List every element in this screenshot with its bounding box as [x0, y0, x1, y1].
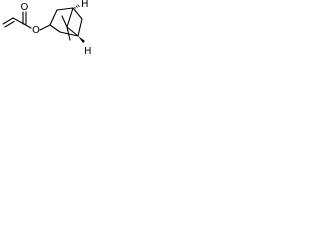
ester-oxygen-label: O — [32, 25, 40, 36]
bridge-bond-2 — [66, 26, 79, 37]
chemical-structure-diagram: O O H H — [2, 0, 92, 57]
bicyclic-ring — [39, 7, 83, 41]
ring-bond-4 — [72, 7, 83, 20]
o-to-ring-bond — [39, 24, 51, 31]
vinyl-double-bond-inner — [4, 20, 15, 28]
hashed-wedge-top — [74, 4, 80, 9]
bold-wedge-bottom — [78, 36, 85, 43]
stereo-hydrogen-top-label: H — [81, 0, 89, 10]
bridge-bond-1 — [66, 7, 74, 28]
vinyl-double-bond-outer — [2, 17, 14, 25]
carbonyl-group — [22, 11, 32, 29]
carbonyl-oxygen-label: O — [21, 2, 29, 13]
ester-bond — [23, 23, 32, 29]
ring-bond-1 — [49, 24, 61, 33]
ring-bond-5 — [77, 18, 83, 37]
gem-dimethyl-2 — [66, 26, 71, 41]
vinyl-single-bond — [12, 17, 25, 25]
ring-bond-3 — [56, 7, 74, 11]
vinyl-group — [2, 17, 25, 28]
stereo-hydrogen-bottom-label: H — [84, 46, 92, 57]
gem-dimethyl-1 — [61, 15, 68, 28]
ring-bond-2 — [49, 9, 58, 26]
